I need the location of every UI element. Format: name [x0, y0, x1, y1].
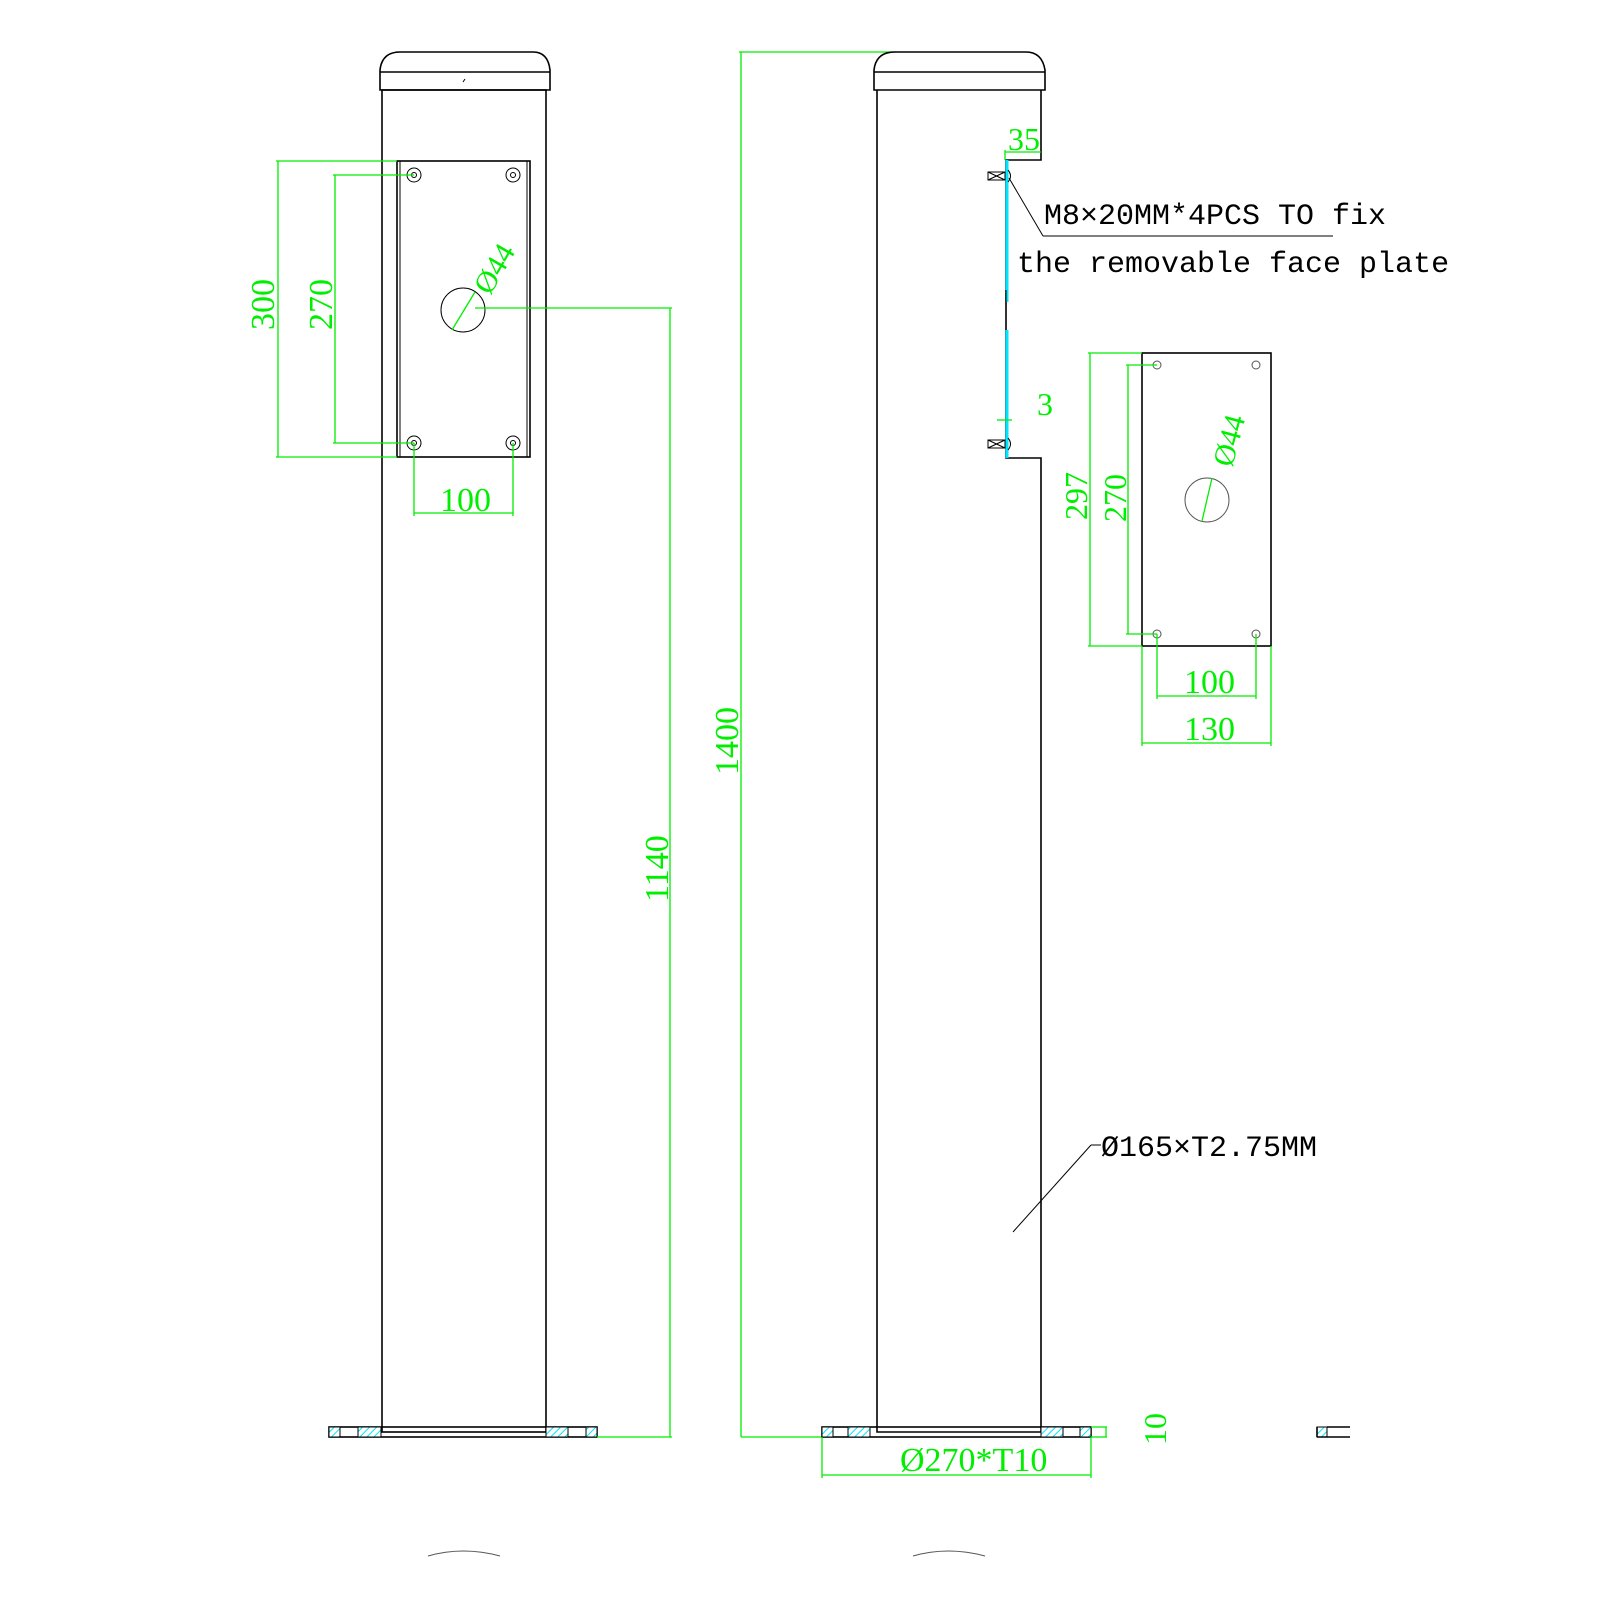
dim-35: 35: [1004, 121, 1041, 160]
dim-100-detail: 100: [1156, 634, 1257, 701]
svg-text:270: 270: [1097, 474, 1133, 522]
side-screws: [987, 169, 1011, 451]
dim-10: 10: [1091, 1413, 1173, 1445]
svg-text:1400: 1400: [709, 707, 746, 775]
screw-note-line1: M8×20MM*4PCS TO fix: [1044, 200, 1386, 234]
dim-300: 300: [245, 160, 397, 458]
cable-hole: [440, 287, 486, 333]
dim-270: 270: [303, 174, 414, 444]
base-plate-front: [328, 1426, 598, 1438]
svg-text:Ø270*T10: Ø270*T10: [900, 1442, 1047, 1479]
dim-270-detail: 270: [1097, 364, 1157, 635]
svg-text:3: 3: [1037, 386, 1053, 422]
base-plate-side: [821, 1426, 1092, 1438]
svg-text:100: 100: [1184, 664, 1235, 701]
base-plate-fragment: [1316, 1426, 1350, 1438]
face-plate: [396, 160, 531, 458]
side-view: 1400 35 3: [709, 51, 1449, 1557]
front-view: Ø44 300 270 100: [245, 51, 676, 1557]
dim-3: 3: [997, 386, 1053, 422]
svg-text:35: 35: [1008, 121, 1040, 157]
dim-130: 130: [1141, 646, 1272, 748]
tube-spec-label: Ø165×T2.75MM: [1101, 1132, 1317, 1166]
tube-spec-note: Ø165×T2.75MM: [1012, 1132, 1317, 1233]
dim-1140: 1140: [475, 307, 676, 1438]
svg-text:10: 10: [1137, 1413, 1173, 1445]
svg-text:297: 297: [1058, 472, 1094, 520]
post-body-side: [876, 90, 1042, 1433]
screw-note: M8×20MM*4PCS TO fix the removable face p…: [1008, 177, 1449, 282]
svg-text:270: 270: [303, 279, 340, 330]
dim-base-plate: Ø270*T10: [821, 1437, 1092, 1479]
dim-100: 100: [413, 443, 514, 519]
screw-note-line2: the removable face plate: [1017, 248, 1449, 282]
post-cap: [379, 51, 551, 91]
detail-plate: [1141, 352, 1272, 647]
screw-holes: [406, 167, 521, 451]
dim-1400: 1400: [709, 51, 895, 1438]
post-body: [381, 89, 547, 1433]
detail-cable-hole: [1184, 477, 1230, 523]
front-hole-diameter-label: Ø44: [467, 238, 521, 299]
post-cap-side: [873, 51, 1046, 91]
svg-text:100: 100: [440, 482, 491, 519]
svg-text:130: 130: [1184, 711, 1235, 748]
face-plate-detail: Ø44 297 270 100 130: [1058, 352, 1272, 748]
svg-text:300: 300: [245, 279, 282, 330]
svg-text:1140: 1140: [639, 835, 676, 902]
dim-297: 297: [1058, 352, 1142, 647]
svg-text:Ø44: Ø44: [1207, 411, 1252, 469]
